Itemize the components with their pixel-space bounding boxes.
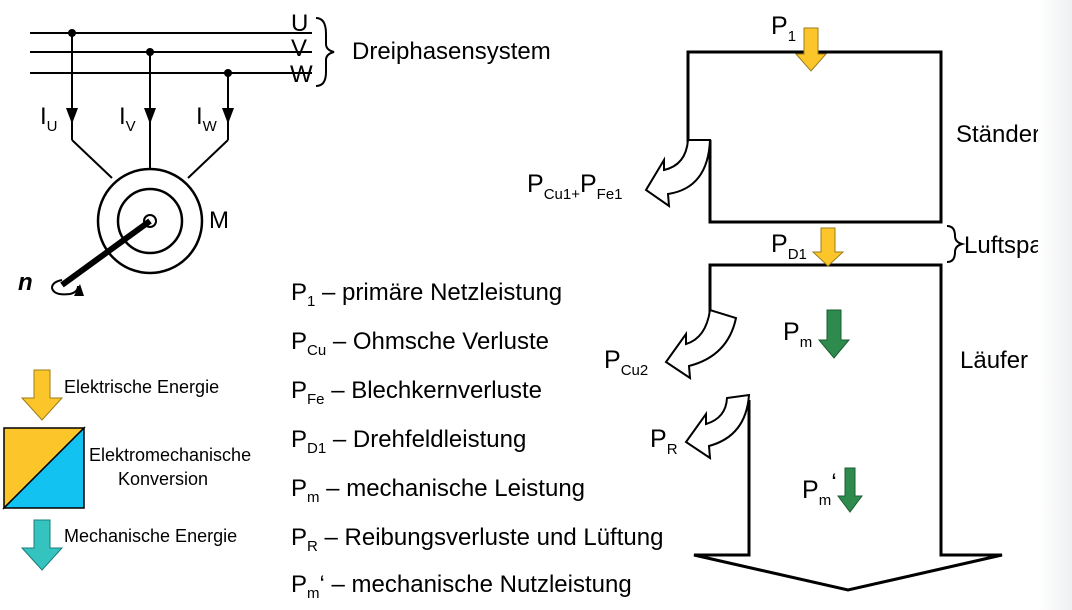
current-arrow-w [222, 108, 234, 124]
electric-energy-icon [20, 369, 64, 421]
mechanical-energy-icon [20, 519, 64, 571]
pm-flow-arrow [817, 309, 851, 359]
definitions-list: P1 – primäre Netzleistung PCu – Ohmsche … [291, 279, 663, 602]
p1-flow-arrow [794, 27, 828, 72]
phase-label-u: U [291, 10, 308, 37]
lead-w [187, 139, 229, 179]
definition-pd1: PD1 – Drehfeldleistung [291, 426, 526, 457]
pd1-label: PD1 [771, 230, 807, 263]
legend-conversion-line1: Elektromechanische [89, 445, 251, 465]
definition-pr: PR – Reibungsverluste und Lüftung [291, 524, 663, 555]
phase-label-v: V [291, 35, 307, 62]
loss-arrow-cu2 [664, 308, 738, 380]
pr-label: PR [650, 425, 678, 458]
legend-mechanical-label: Mechanische Energie [64, 526, 237, 546]
phase-label-w: W [290, 61, 313, 88]
p1-label: P1 [771, 12, 796, 45]
motor-label: M [209, 207, 229, 234]
legend-electric-label: Elektrische Energie [64, 377, 219, 397]
pm-prime-label: Pm‘ [802, 469, 837, 509]
legend-conversion-line2: Konversion [118, 469, 208, 489]
current-arrow-v [144, 108, 156, 124]
lead-u [71, 139, 113, 179]
loss-arrow-stator [644, 139, 712, 209]
page-edge-shadow [1038, 0, 1072, 610]
current-label-w: IW [196, 103, 218, 135]
current-label-u: IU [40, 103, 58, 135]
phase-system-label: Dreiphasensystem [352, 38, 551, 65]
phase-brace [315, 17, 335, 87]
pcu2-label: PCu2 [604, 346, 648, 379]
three-phase-system: U V W Dreiphasensystem IU IV IW [30, 10, 551, 179]
speed-symbol: n [18, 269, 33, 296]
stator-label: Ständer [956, 121, 1040, 148]
loss-stator-label: PCu1+PFe1 [527, 170, 623, 203]
definition-p1: P1 – primäre Netzleistung [291, 279, 562, 310]
pm-label: Pm [783, 318, 812, 351]
pm-prime-flow-arrow [837, 467, 863, 513]
power-flow: P1 PCu1+PFe1 PD1 PCu2 PR Pm Pm‘ Ständer … [527, 12, 1055, 592]
legend: Elektrische Energie Elektromechanische K… [2, 369, 251, 571]
airgap-brace [946, 225, 966, 263]
motor-shaft [60, 218, 152, 288]
current-label-v: IV [119, 103, 136, 135]
definition-pcu: PCu – Ohmsche Verluste [291, 328, 549, 359]
loss-arrow-friction [684, 393, 751, 460]
definition-pfe: PFe – Blechkernverluste [291, 377, 542, 408]
definition-pm: Pm – mechanische Leistung [291, 475, 585, 506]
stator-box [686, 50, 943, 224]
conversion-blue-half [2, 426, 85, 509]
rotation-arrowhead [74, 284, 84, 296]
motor-symbol: n M [18, 167, 229, 296]
pd1-flow-arrow [811, 227, 845, 267]
rotor-label: Läufer [960, 347, 1028, 374]
rotor-shape [693, 263, 1003, 592]
rotation-arc [50, 279, 79, 296]
definition-pm-prime: Pm‘ – mechanische Nutzleistung [291, 571, 632, 602]
current-arrow-u [66, 108, 78, 124]
